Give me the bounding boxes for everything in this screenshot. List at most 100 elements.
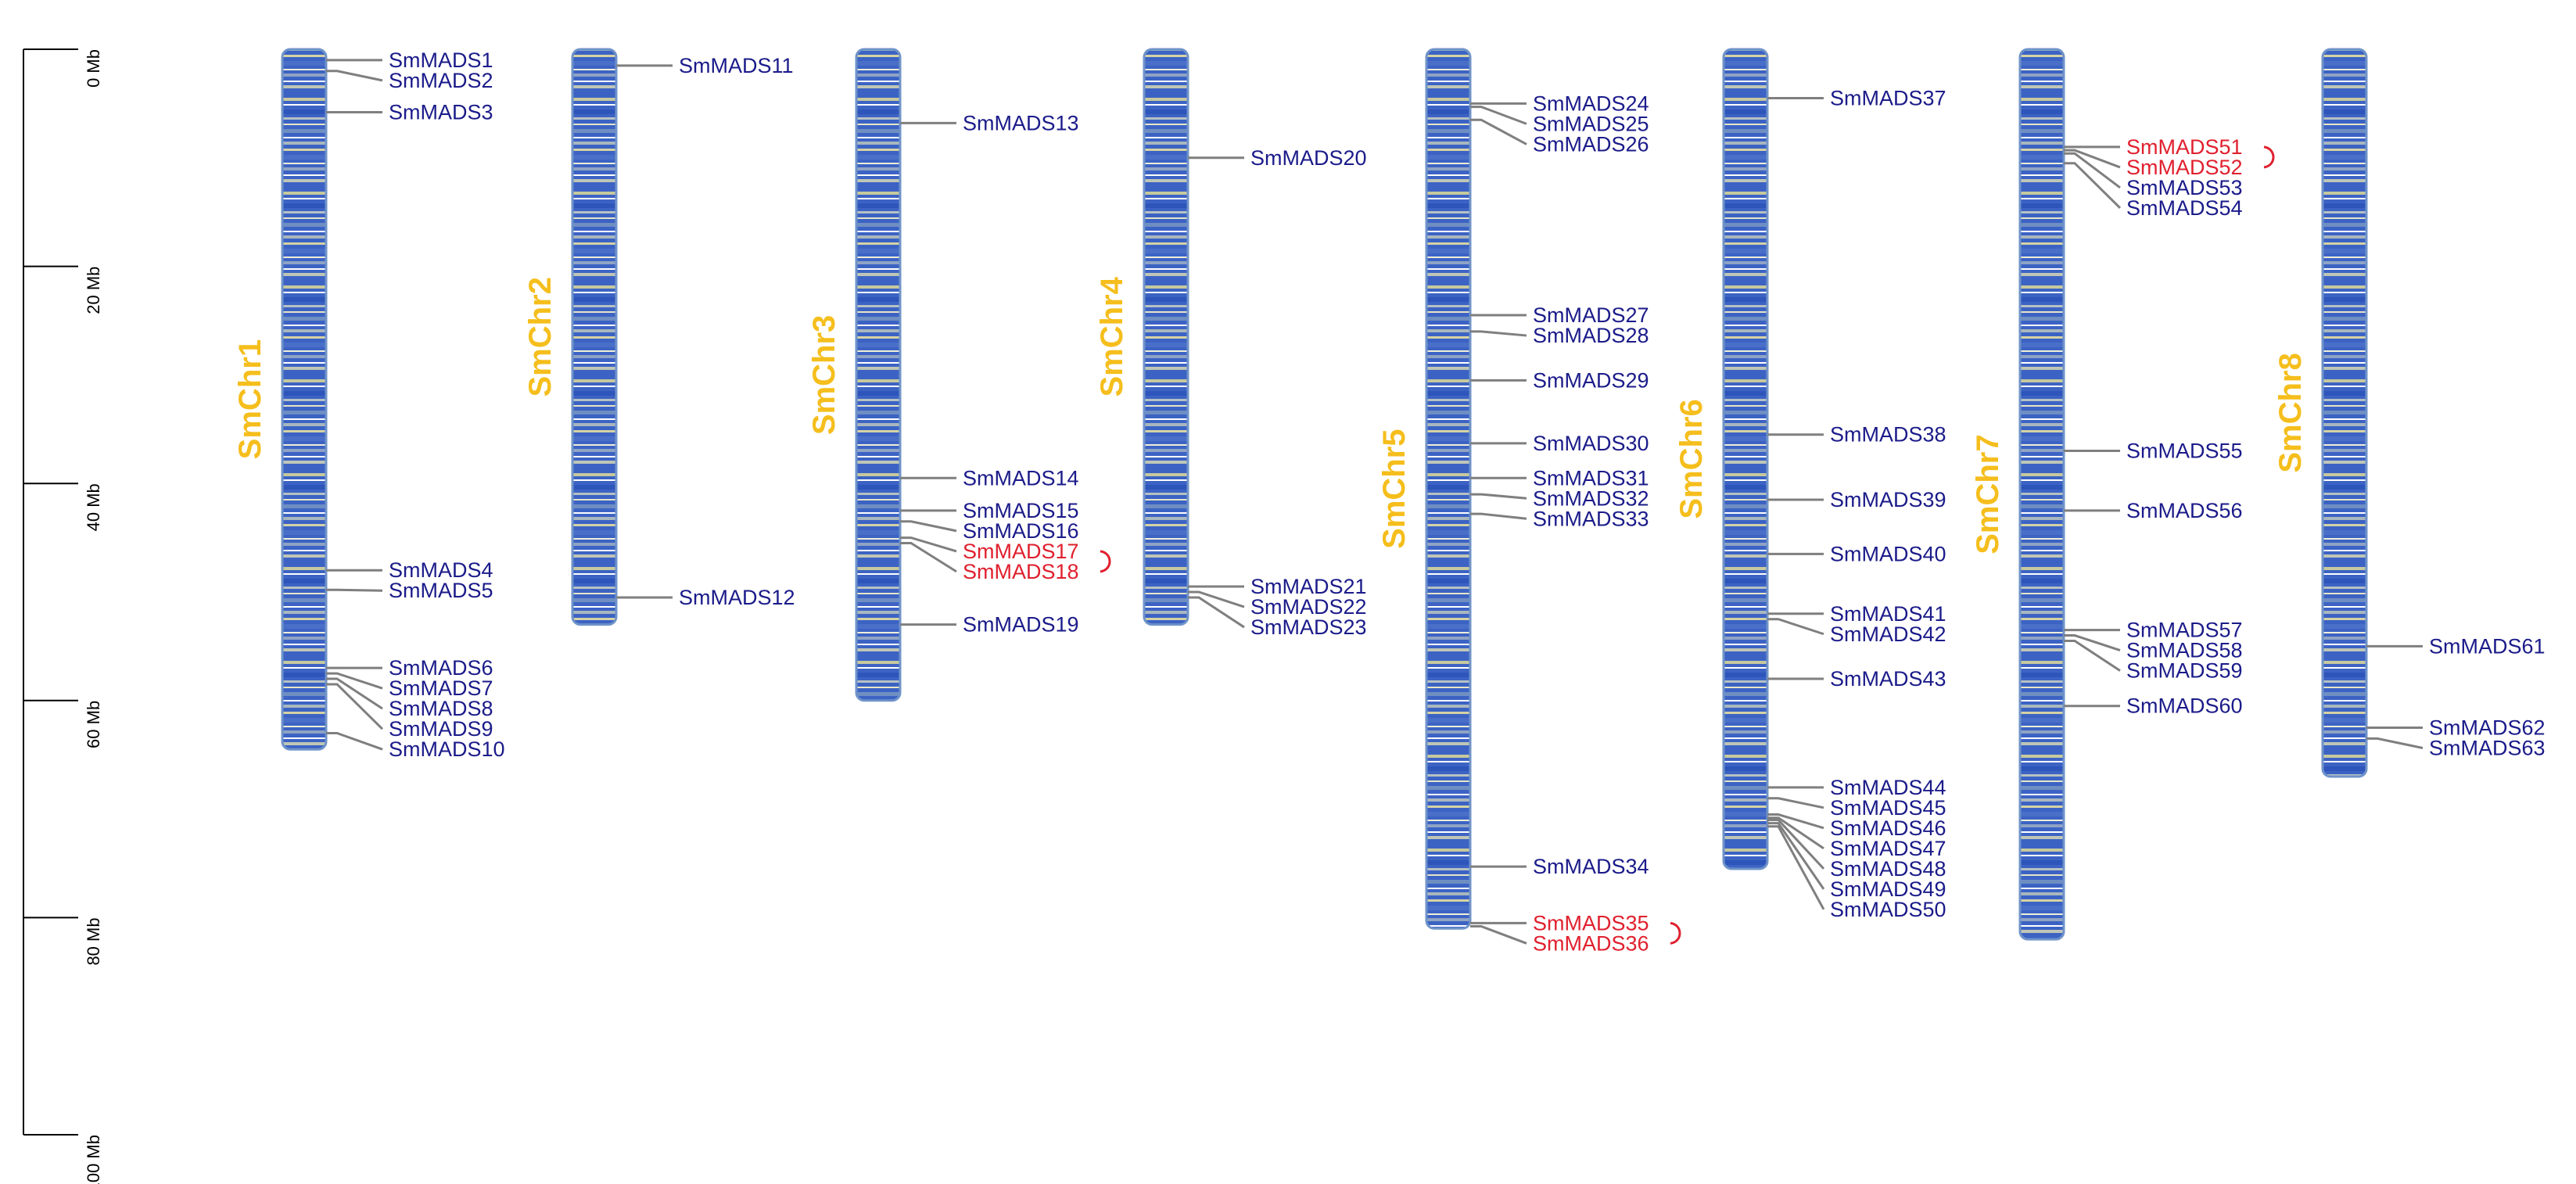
gene-leader-line <box>1767 618 1824 636</box>
gene-label: SmMADS7 <box>389 676 493 700</box>
gene-label: SmMADS43 <box>1830 667 1946 691</box>
gene-label: SmMADS24 <box>1533 91 1649 115</box>
gene-label: SmMADS52 <box>2126 156 2243 179</box>
gene-label: SmMADS16 <box>963 519 1079 543</box>
gene-label: SmMADS6 <box>389 656 493 680</box>
gene-label: SmMADS55 <box>2126 440 2243 463</box>
gene-label: SmMADS29 <box>1533 368 1649 392</box>
gene-leader-line <box>1767 816 1824 850</box>
gene-label: SmMADS59 <box>2126 659 2243 683</box>
scale-tick-label: 100 Mb <box>84 1135 103 1184</box>
gene-label: SmMADS50 <box>1830 898 1946 921</box>
gene-leader-line <box>1470 118 1527 145</box>
gene-leader-line <box>2064 639 2121 672</box>
gene-leader-line <box>1767 822 1825 890</box>
gene-leader-line <box>1188 590 1245 608</box>
chromosome-body <box>2018 48 2065 941</box>
chromosome-7: SmChr7SmMADS51SmMADS52SmMADS53SmMADS54Sm… <box>1971 48 2275 941</box>
gene-label: SmMADS26 <box>1533 132 1649 156</box>
gene-label: SmMADS36 <box>1533 931 1649 955</box>
chromosome-label: SmChr3 <box>807 315 841 435</box>
gene-leader-line <box>1767 825 1825 910</box>
gene-label: SmMADS34 <box>1533 855 1649 878</box>
gene-label: SmMADS3 <box>389 101 493 124</box>
gene-label: SmMADS5 <box>389 579 493 602</box>
tandem-bracket <box>2263 145 2275 169</box>
gene-label: SmMADS45 <box>1830 796 1946 820</box>
gene-leader-line <box>326 672 383 690</box>
gene-label: SmMADS30 <box>1533 432 1649 455</box>
gene-label: SmMADS47 <box>1830 837 1946 860</box>
gene-leader-line <box>2064 152 2121 189</box>
gene-label: SmMADS4 <box>389 558 493 582</box>
chromosome-label: SmChr5 <box>1377 429 1412 548</box>
gene-leader-line <box>326 731 383 751</box>
gene-label: SmMADS54 <box>2126 196 2243 220</box>
chromosome-label: SmChr8 <box>2273 353 2308 472</box>
gene-label: SmMADS62 <box>2429 716 2546 740</box>
gene-label: SmMADS18 <box>963 560 1079 583</box>
gene-label: SmMADS37 <box>1830 86 1946 109</box>
gene-label: SmMADS44 <box>1830 776 1946 799</box>
gene-label: SmMADS8 <box>389 697 493 720</box>
gene-label: SmMADS48 <box>1830 857 1946 881</box>
gene-leader-line <box>2064 634 2121 652</box>
gene-label: SmMADS14 <box>963 466 1079 490</box>
gene-leader-line <box>1470 106 1527 125</box>
gene-label: SmMADS17 <box>963 540 1079 563</box>
gene-label: SmMADS25 <box>1533 112 1649 135</box>
scale-tick-label: 60 Mb <box>84 701 103 748</box>
scale-tick-label: 20 Mb <box>84 267 103 314</box>
gene-label: SmMADS28 <box>1533 324 1649 347</box>
gene-label: SmMADS21 <box>1250 575 1367 598</box>
gene-label: SmMADS22 <box>1250 595 1367 619</box>
gene-label: SmMADS32 <box>1533 486 1649 510</box>
gene-leader-line <box>2064 162 2122 209</box>
gene-leader-line <box>326 677 383 710</box>
gene-leader-line <box>1470 330 1527 337</box>
chromosome-1: SmChr1SmMADS1SmMADS2SmMADS3SmMADS4SmMADS… <box>233 48 505 761</box>
gene-label: SmMADS39 <box>1830 488 1946 511</box>
gene-label: SmMADS53 <box>2126 176 2243 199</box>
gene-label: SmMADS10 <box>389 737 505 761</box>
gene-leader-line <box>2064 149 2121 169</box>
gene-label: SmMADS38 <box>1830 423 1946 447</box>
tandem-bracket <box>1100 550 1111 573</box>
chromosome-label: SmChr6 <box>1674 399 1709 518</box>
chromosome-3: SmChr3SmMADS13SmMADS14SmMADS15SmMADS16Sm… <box>807 48 1111 702</box>
gene-label: SmMADS42 <box>1830 622 1946 646</box>
chromosome-label: SmChr7 <box>1971 434 2005 554</box>
gene-leader-line <box>2366 737 2424 749</box>
gene-label: SmMADS56 <box>2126 499 2243 522</box>
chromosome-body <box>1143 48 1189 626</box>
gene-label: SmMADS60 <box>2126 694 2243 718</box>
gene-leader-line <box>900 536 957 553</box>
gene-leader-line <box>1470 493 1527 500</box>
gene-label: SmMADS20 <box>1250 146 1367 170</box>
gene-leader-line <box>1470 512 1527 520</box>
gene-label: SmMADS33 <box>1533 507 1649 530</box>
gene-leader-line <box>1767 797 1824 809</box>
gene-label: SmMADS63 <box>2429 737 2546 760</box>
gene-label: SmMADS57 <box>2126 619 2243 642</box>
chromosome-body <box>571 48 618 626</box>
gene-label: SmMADS23 <box>1250 615 1367 639</box>
gene-leader-line <box>1470 925 1527 945</box>
chromosome-body <box>281 48 328 751</box>
tandem-bracket <box>1670 921 1681 945</box>
gene-label: SmMADS15 <box>963 499 1079 522</box>
gene-leader-line <box>1767 813 1824 830</box>
gene-label: SmMADS49 <box>1830 877 1946 901</box>
chromosome-label: SmChr1 <box>233 339 267 459</box>
gene-leader-line <box>1188 596 1245 629</box>
chromosome-body <box>1722 48 1769 870</box>
chromosome-set: SmChr1SmMADS1SmMADS2SmMADS3SmMADS4SmMADS… <box>233 48 2546 955</box>
gene-label: SmMADS41 <box>1830 602 1946 626</box>
gene-label: SmMADS27 <box>1533 303 1649 327</box>
gene-leader-line <box>900 542 957 573</box>
chromosome-label: SmChr4 <box>1095 276 1129 396</box>
